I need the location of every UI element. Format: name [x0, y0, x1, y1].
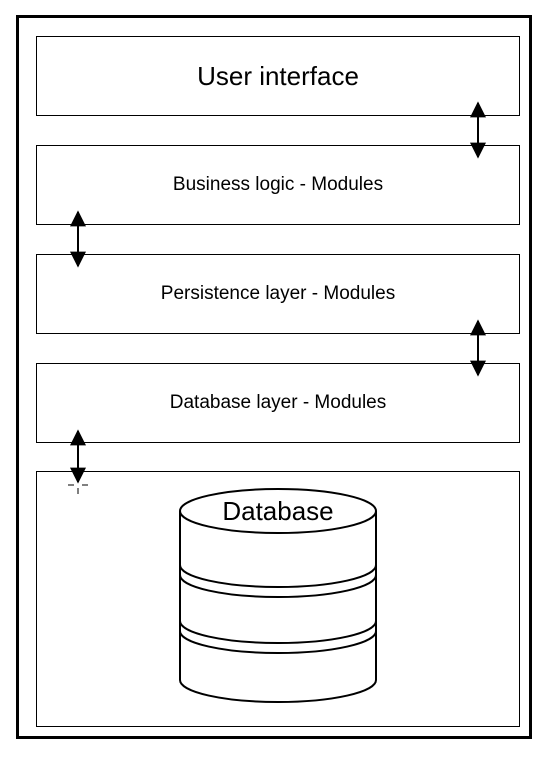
- persistence-layer: Persistence layer - Modules: [36, 254, 520, 334]
- persistence-layer-label: Persistence layer - Modules: [160, 283, 396, 304]
- user-interface-layer: User interface: [36, 36, 520, 116]
- database-label: Database: [222, 496, 334, 526]
- database-layer-label: Database layer - Modules: [169, 392, 387, 413]
- user-interface-label: User interface: [197, 60, 359, 91]
- business-logic-layer: Business logic - Modules: [36, 145, 520, 225]
- outer-frame: [16, 15, 532, 739]
- business-logic-label: Business logic - Modules: [172, 174, 384, 195]
- database-layer: Database layer - Modules: [36, 363, 520, 443]
